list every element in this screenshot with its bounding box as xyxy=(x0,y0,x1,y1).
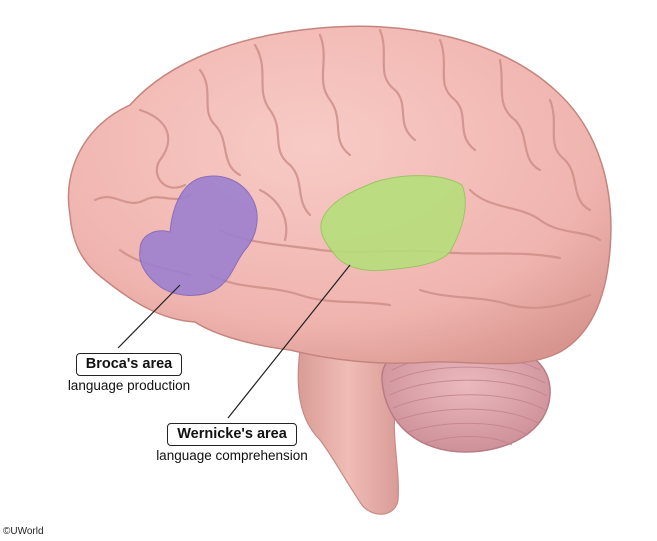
wernicke-region xyxy=(320,175,466,271)
wernicke-subtitle: language comprehension xyxy=(156,448,308,463)
broca-subtitle: language production xyxy=(67,378,191,393)
broca-title: Broca's area xyxy=(75,353,183,376)
broca-region xyxy=(139,175,258,296)
copyright-text: ©UWorld xyxy=(3,526,44,537)
cerebrum xyxy=(67,25,612,365)
broca-label: Broca's area language production xyxy=(44,353,214,394)
broca-leader-line xyxy=(117,284,181,349)
wernicke-leader-line xyxy=(227,264,351,419)
wernicke-label: Wernicke's area language comprehension xyxy=(132,423,332,464)
wernicke-title: Wernicke's area xyxy=(167,423,297,446)
